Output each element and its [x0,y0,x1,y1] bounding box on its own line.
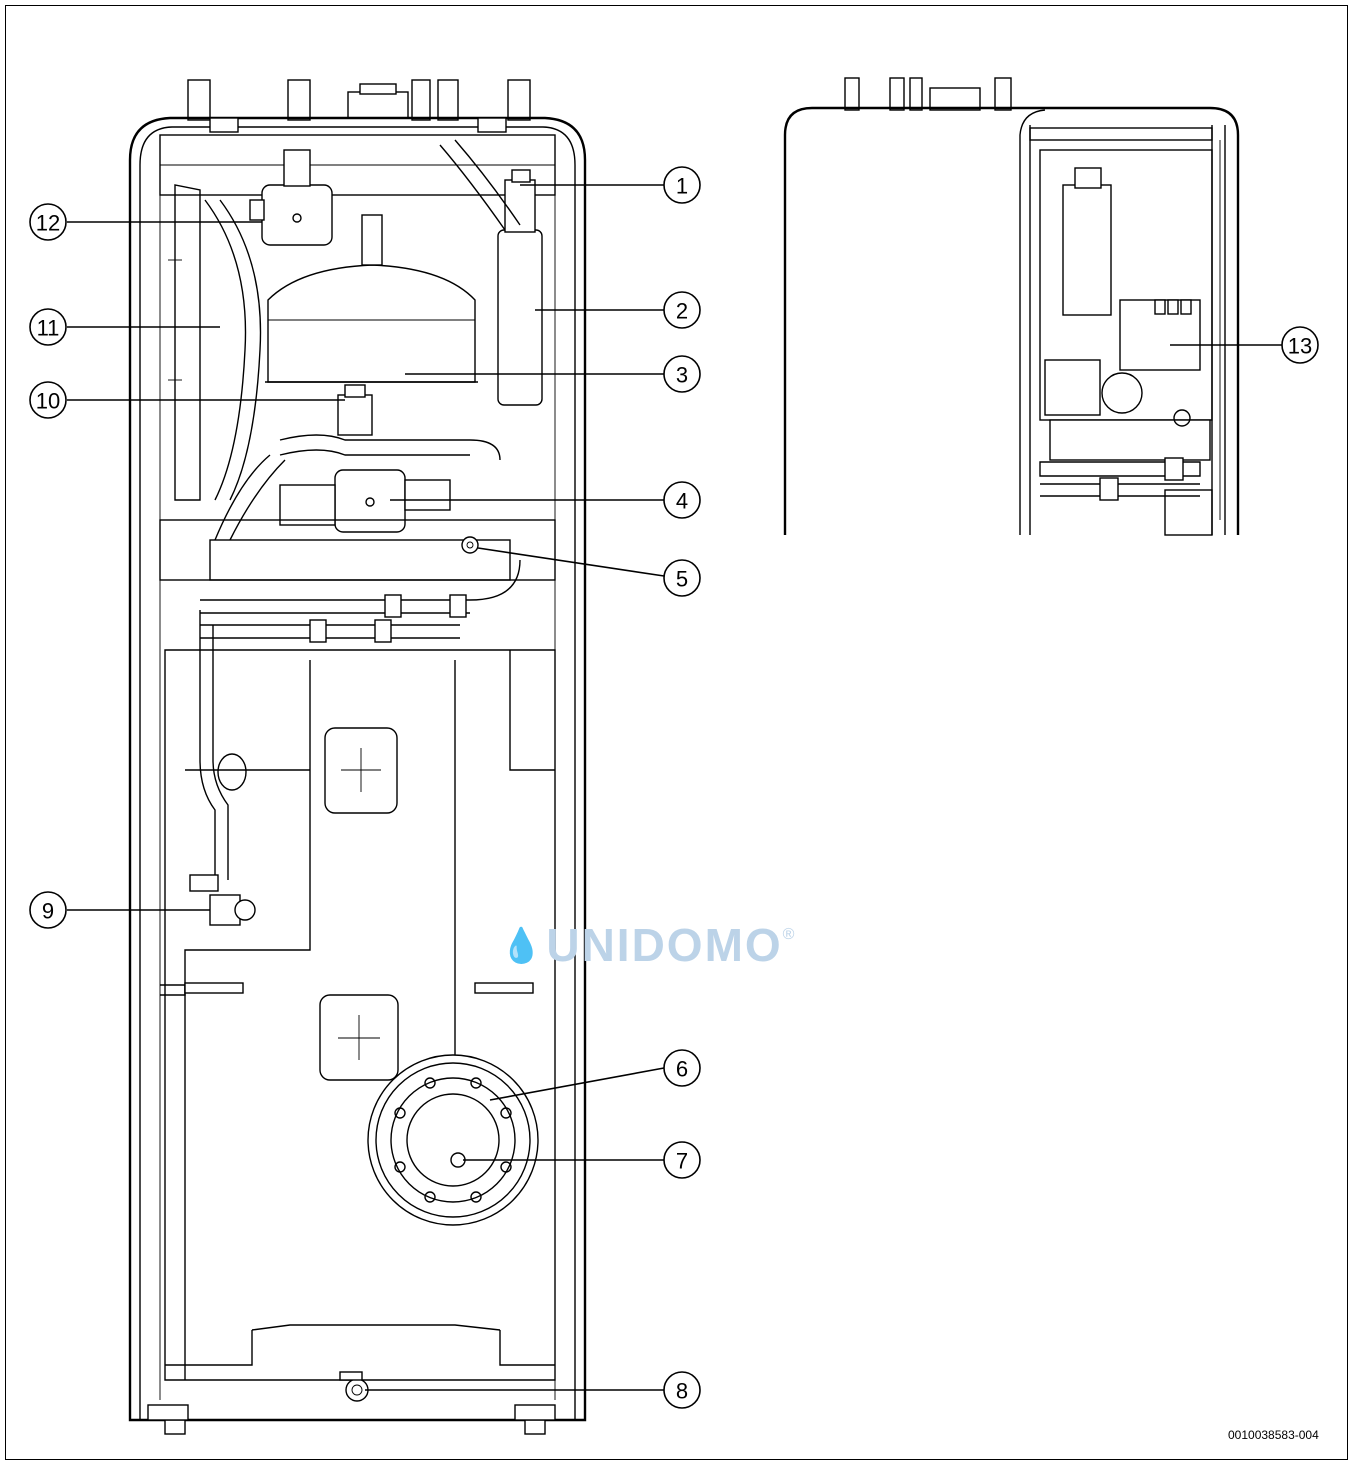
valve-assembly [214,384,501,541]
bottom-drain [339,1371,369,1402]
callout-1: 1 [663,166,701,204]
callout-13: 13 [1281,326,1319,364]
callout-10-label: 10 [36,389,60,414]
figure-id: 0010038583-004 [1228,1428,1319,1442]
callout-9-label: 9 [42,899,54,924]
callout-12: 12 [29,203,67,241]
water-drop-icon: 💧 [500,927,545,965]
callout-11-label: 11 [37,316,60,341]
inspection-window-upper [324,727,398,814]
callout-8-label: 8 [676,1379,688,1404]
callout-7: 7 [663,1141,701,1179]
callout-6: 6 [663,1049,701,1087]
main-unit-front-view [128,79,587,1435]
leader-lines [67,184,1282,1391]
callout-11: 11 [29,308,67,346]
callout-4: 4 [663,481,701,519]
callout-4-label: 4 [676,489,688,514]
callout-8: 8 [663,1371,701,1409]
top-connection-stubs [187,79,531,121]
callout-2-label: 2 [676,299,688,324]
inspection-flange [367,1054,539,1226]
watermark-brand: UNIDOMO [546,919,783,971]
callout-5-label: 5 [676,567,688,592]
figure-frame [5,5,1348,1460]
pump-lower [279,469,451,533]
watermark-registered: ® [782,926,797,943]
expansion-vessel [265,214,478,383]
callout-9: 9 [29,891,67,929]
callout-10: 10 [29,381,67,419]
brand-watermark: 💧UNIDOMO® [500,918,796,972]
callout-13-label: 13 [1288,334,1312,359]
callout-7-label: 7 [676,1149,688,1174]
callout-6-label: 6 [676,1057,688,1082]
callout-3: 3 [663,355,701,393]
callout-3-label: 3 [676,363,688,388]
buffer-cylinder [439,139,543,406]
side-view-unit [783,77,1240,536]
callout-5: 5 [663,559,701,597]
pump-upper [249,149,333,246]
callout-12-label: 12 [36,211,60,236]
callout-2: 2 [663,291,701,329]
callout-1-label: 1 [676,174,688,199]
inspection-window-lower [319,994,399,1081]
